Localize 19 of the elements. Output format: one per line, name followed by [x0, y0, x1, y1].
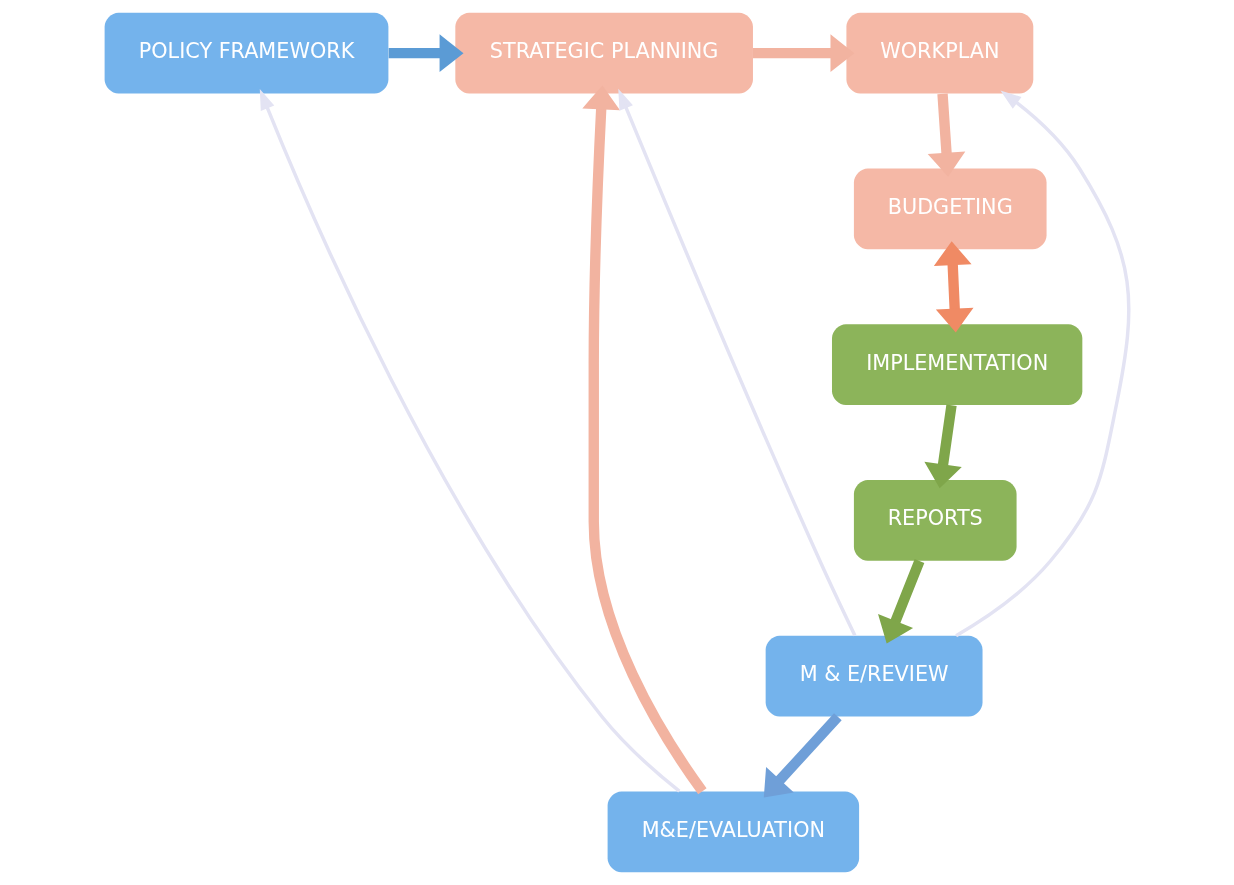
arrow — [933, 241, 974, 333]
node-box: M & E/REVIEW — [765, 635, 983, 717]
node-box: WORKPLAN — [846, 12, 1034, 94]
arrow — [388, 34, 464, 72]
arrow — [763, 713, 842, 798]
node-box: STRATEGIC PLANNING — [455, 12, 753, 94]
arrow — [753, 34, 855, 72]
arrow — [618, 88, 857, 637]
arrow — [878, 559, 925, 644]
arrow — [927, 93, 966, 177]
node-box: BUDGETING — [853, 168, 1047, 250]
arrow — [259, 88, 681, 793]
node-box: POLICY FRAMEWORK — [104, 12, 389, 94]
node-box: REPORTS — [853, 480, 1017, 561]
arrow — [924, 404, 962, 489]
node-box: M&E/EVALUATION — [607, 791, 860, 873]
arrow — [955, 90, 1131, 638]
arrow — [582, 85, 707, 795]
node-box: IMPLEMENTATION — [832, 324, 1083, 405]
